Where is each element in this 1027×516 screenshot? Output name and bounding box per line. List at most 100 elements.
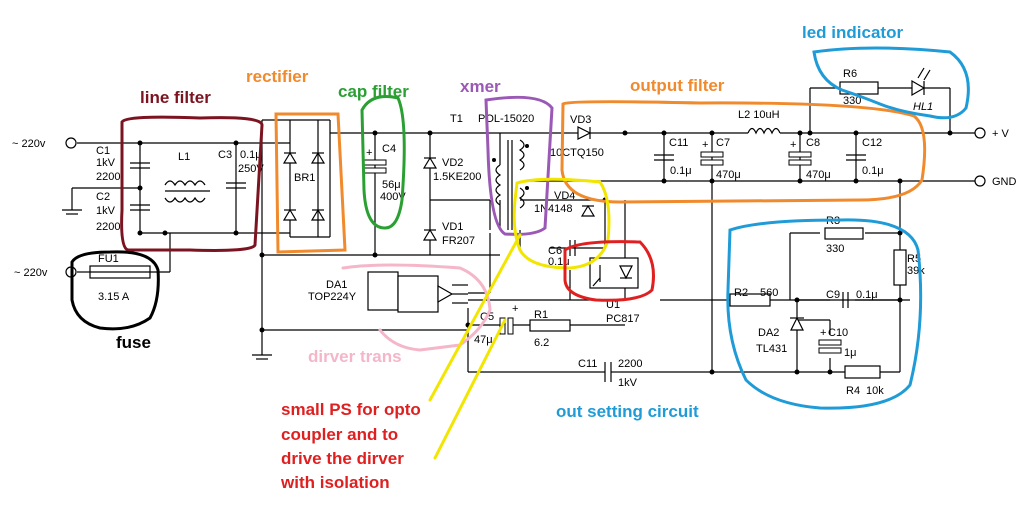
svg-text:C12: C12 [862,137,882,149]
svg-text:C11: C11 [578,358,597,370]
label-led-indicator: led indicator [802,23,903,42]
svg-text:+: + [820,327,826,339]
svg-text:TL431: TL431 [756,343,787,355]
svg-text:330: 330 [826,243,844,255]
capacitor-c9: C9 0.1μ [826,289,878,308]
svg-text:R2: R2 [734,287,748,299]
svg-text:C11: C11 [669,137,688,149]
diode-vd1: VD1 FR207 [422,221,475,247]
svg-text:0.1μ: 0.1μ [862,165,884,177]
svg-text:POL-15020: POL-15020 [478,113,534,125]
svg-text:C8: C8 [806,137,820,149]
label-small-ps-line1: small PS for opto [281,400,421,419]
svg-text:L1: L1 [178,151,190,163]
outline-fuse [70,250,160,331]
svg-text:C9: C9 [826,289,840,301]
outline-line-filter [120,115,264,252]
terminal-out-gnd: GND [974,175,1017,188]
diode-vd3: VD3 10CTQ150 [550,114,604,159]
label-output-filter: output filter [630,76,725,95]
label-small-ps-line4: with isolation [280,473,390,492]
capacitor-c7: + C7 470μ [700,137,741,181]
outline-driver-trans [341,263,492,352]
label-cap-filter: cap filter [338,82,409,101]
terminal-out-pos: + V [974,127,1009,140]
led-hl1: HL1 [911,67,933,113]
choke-l1: L1 [164,151,210,203]
capacitor-c3: C3 0.1μ 250V [218,149,264,189]
fuse-fu1: FU1 3.15 A [89,253,151,303]
label-rectifier: rectifier [246,67,309,86]
annotation-outlines [70,46,970,460]
svg-text:DA1: DA1 [326,279,347,291]
svg-text:2200: 2200 [96,171,120,183]
svg-text:~ 220v: ~ 220v [14,267,48,279]
bridge-rectifier-br1: BR1 [282,120,326,237]
svg-text:1N4148: 1N4148 [534,203,573,215]
svg-text:C1: C1 [96,145,110,157]
svg-text:10CTQ150: 10CTQ150 [550,147,604,159]
svg-text:1μ: 1μ [844,347,856,359]
outline-small-ps [512,177,611,270]
capacitor-c11-output: C11 0.1μ [654,137,692,177]
svg-text:+: + [366,147,372,159]
resistor-r5: R5 39k [893,249,925,286]
capacitor-c2: C2 1kV 2200 [96,191,150,233]
diode-vd2: VD2 1.5KE200 [422,156,481,183]
outline-xmer [484,95,554,236]
outline-output-filter [560,100,927,204]
junction-dots [137,130,953,375]
svg-text:1kV: 1kV [96,157,116,169]
capacitor-c12: C12 0.1μ [846,137,884,177]
label-small-ps-line2: coupler and to [281,425,398,444]
svg-text:R4: R4 [846,385,860,397]
capacitor-c4: + C4 56μ 400V [363,143,406,203]
svg-text:+ V: + V [992,128,1009,140]
inductor-l2: L2 10uH [738,109,781,135]
ground-symbol-primary [252,354,272,360]
svg-text:C3: C3 [218,149,232,161]
svg-text:R6: R6 [843,68,857,80]
label-line-filter: line filter [140,88,211,107]
svg-text:C4: C4 [382,143,396,155]
svg-text:C7: C7 [716,137,730,149]
resistor-r4: R4 10k [844,365,884,397]
svg-text:400V: 400V [380,191,406,203]
outline-small-ps-opto [563,240,655,302]
svg-text:VD4: VD4 [554,190,575,202]
outline-out-setting [726,218,923,410]
svg-text:BR1: BR1 [294,172,315,184]
regulator-da2: DA2 TL431 [756,316,804,355]
capacitor-c6: C6 0.1μ [548,240,576,268]
svg-text:FU1: FU1 [98,253,119,265]
svg-text:+: + [512,303,518,315]
label-driver-trans: dirver trans [308,347,402,366]
optocoupler-u1: U1 PC817 [589,257,640,325]
svg-text:FR207: FR207 [442,235,475,247]
svg-text:3.15 A: 3.15 A [98,291,130,303]
svg-text:R1: R1 [534,309,548,321]
svg-text:1kV: 1kV [96,205,116,217]
svg-text:GND: GND [992,176,1017,188]
svg-text:1kV: 1kV [618,377,638,389]
svg-text:330: 330 [843,95,861,107]
svg-text:47μ: 47μ [474,334,493,346]
label-xmer: xmer [460,77,501,96]
capacitor-c1: C1 1kV 2200 [96,145,150,183]
svg-text:470μ: 470μ [716,169,741,181]
svg-text:TOP224Y: TOP224Y [308,291,357,303]
svg-text:HL1: HL1 [913,101,933,113]
svg-text:6.2: 6.2 [534,337,549,349]
svg-text:~ 220v: ~ 220v [12,138,46,150]
outline-cap-filter [360,95,406,230]
svg-text:10k: 10k [866,385,884,397]
diode-vd4: VD4 1N4148 [534,190,596,217]
svg-text:L2 10uH: L2 10uH [738,109,780,121]
svg-text:2200: 2200 [96,221,120,233]
svg-text:C2: C2 [96,191,110,203]
label-fuse: fuse [116,333,151,352]
ground-symbol-input [62,209,82,215]
svg-text:C6: C6 [548,245,562,257]
svg-text:2200: 2200 [618,358,642,370]
outline-led-indicator [812,46,970,120]
